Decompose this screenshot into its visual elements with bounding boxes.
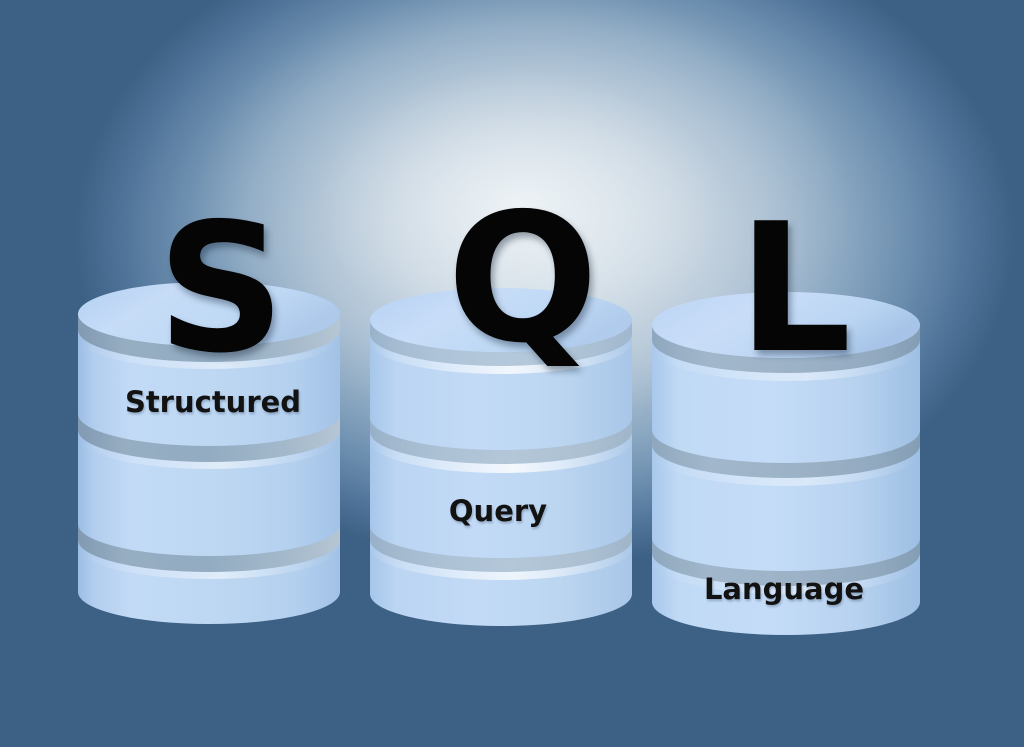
- letter-l: L: [738, 185, 851, 392]
- label-query: Query: [448, 494, 548, 528]
- label-language: Language: [703, 572, 865, 606]
- letter-s: S: [157, 185, 285, 392]
- label-structured: Structured: [124, 385, 302, 419]
- letter-q: Q: [447, 175, 598, 382]
- cylinder-structured: [70, 282, 352, 640]
- cylinder-language: [644, 292, 932, 650]
- cylinder-query: [362, 288, 644, 642]
